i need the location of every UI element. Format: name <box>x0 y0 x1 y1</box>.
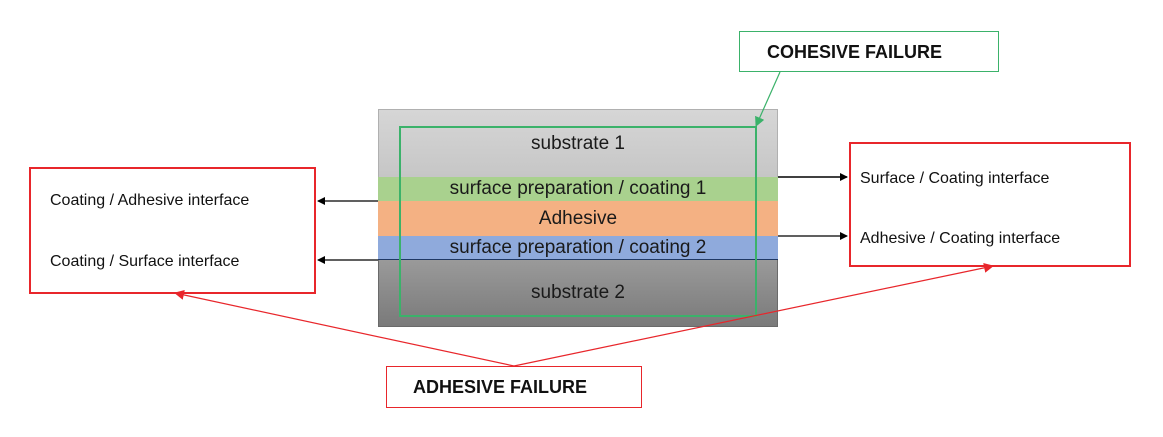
cohesive-failure-box: COHESIVE FAILURE <box>739 31 999 72</box>
coating-1-label: surface preparation / coating 1 <box>449 178 707 199</box>
surface-coating-interface-label: Surface / Coating interface <box>860 170 1050 187</box>
coating-1-layer: surface preparation / coating 1 <box>378 177 778 201</box>
cohesive-failure-label: COHESIVE FAILURE <box>767 42 943 62</box>
coating-2-label: surface preparation / coating 2 <box>449 236 707 258</box>
coating-surface-interface-label: Coating / Surface interface <box>50 253 240 270</box>
adhesive-failure-arrow-left <box>174 290 515 367</box>
substrate-1-label: substrate 1 <box>531 132 625 154</box>
adhesive-label: Adhesive <box>538 207 618 229</box>
adhesive-coating-interface-label: Adhesive / Coating interface <box>860 230 1061 247</box>
adhesive-layer: Adhesive <box>378 201 778 236</box>
substrate-2-label: substrate 2 <box>531 282 625 303</box>
substrate-1-layer: substrate 1 <box>378 109 778 177</box>
left-interface-box: Coating / Adhesive interface Coating / S… <box>29 167 316 294</box>
adhesive-failure-arrow-right <box>513 262 994 367</box>
cohesive-failure-outline <box>399 126 757 317</box>
cohesive-failure-arrow <box>755 71 781 127</box>
adhesive-failure-label: ADHESIVE FAILURE <box>413 377 588 397</box>
coating-2-layer: surface preparation / coating 2 <box>378 236 778 260</box>
adhesive-failure-box: ADHESIVE FAILURE <box>386 366 642 408</box>
coating-adhesive-interface-label: Coating / Adhesive interface <box>50 192 250 209</box>
right-interface-box: Surface / Coating interface Adhesive / C… <box>849 142 1131 267</box>
